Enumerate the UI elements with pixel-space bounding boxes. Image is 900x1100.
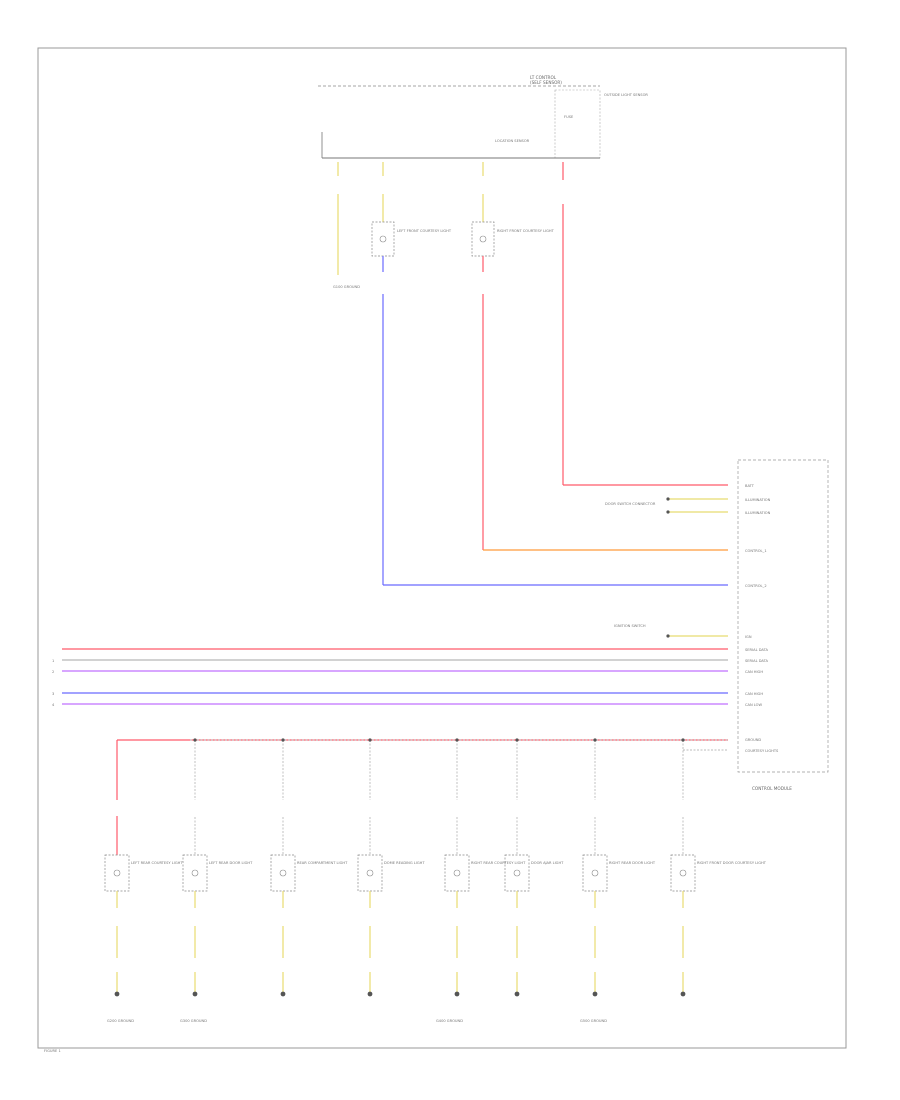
bus-label-4: 4 <box>52 703 55 707</box>
lower-lamp-label: RIGHT FRONT DOOR COURTESY LIGHT <box>697 861 767 865</box>
bulb-icon <box>366 869 374 877</box>
pin-illum-1: ILLUMINATION <box>745 498 771 502</box>
lamp-box <box>582 854 608 892</box>
bus-lines: 1 2 3 4 <box>52 648 728 707</box>
bulb-icon <box>113 869 121 877</box>
bus-label-3: 3 <box>52 692 54 696</box>
pin-serial-2: SERIAL DATA <box>745 659 769 663</box>
top-module-title: LT CONTROL <box>530 75 557 80</box>
lower-lamp-column: RIGHT FRONT DOOR COURTESY LIGHT <box>670 738 767 997</box>
diagram-frame <box>37 47 847 1049</box>
main-module-caption: CONTROL MODULE <box>752 786 792 791</box>
ground-icon <box>592 991 598 997</box>
ground-label-4: G500 GROUND <box>580 1019 607 1023</box>
ground-icon <box>454 991 460 997</box>
top-module-subtitle: (SELF SENSOR) <box>530 80 562 85</box>
illumination-connector: DOOR SWITCH CONNECTOR <box>605 497 728 514</box>
ground-label-3: G400 GROUND <box>436 1019 463 1023</box>
ground-icon <box>192 991 198 997</box>
upper-lamp-left-label: LEFT FRONT COURTESY LIGHT <box>397 229 452 233</box>
top-module-side-label: OUTSIDE LIGHT SENSOR <box>604 93 648 97</box>
page-tag: FIGURE 1 <box>44 1049 61 1053</box>
ground-icon <box>367 991 373 997</box>
ground-icon <box>514 991 520 997</box>
upper-lamp-left: LEFT FRONT COURTESY LIGHT <box>371 221 728 586</box>
lower-lamp-label: RIGHT REAR COURTESY LIGHT <box>471 861 526 865</box>
lower-lamp-label: LEFT REAR DOOR LIGHT <box>209 861 253 865</box>
pin-can-low: CAN LOW <box>745 703 763 707</box>
lower-lamp-column: RIGHT REAR DOOR LIGHT <box>582 738 656 997</box>
pin-courtesy: COURTESY LIGHTS <box>745 749 779 753</box>
bus-label-2: 2 <box>52 670 54 674</box>
lower-lamp-label: DOOR AJAR LIGHT <box>531 861 564 865</box>
lamp-box <box>104 854 130 892</box>
lower-lamp-column: REAR COMPARTMENT LIGHT <box>270 738 348 997</box>
bulb-icon <box>191 869 199 877</box>
lamp-box <box>270 854 296 892</box>
lower-lamp-column: LEFT REAR COURTESY LIGHT <box>104 800 183 997</box>
ground-label-1: G200 GROUND <box>107 1019 134 1023</box>
pin-control-2: CONTROL_2 <box>745 584 767 588</box>
pin-batt: BATT <box>745 484 755 488</box>
lower-lamp-column: RIGHT REAR COURTESY LIGHT <box>444 738 526 997</box>
upper-lamp-right: RIGHT FRONT COURTESY LIGHT <box>471 221 728 551</box>
bus-label-1: 1 <box>52 659 54 663</box>
top-module-fuse-label: FUSE <box>564 115 574 119</box>
main-module: CONTROL MODULE BATT ILLUMINATION ILLUMIN… <box>737 459 829 791</box>
pin-ground: GROUND <box>745 738 761 742</box>
ignition-switch-label: IGNITION SWITCH <box>614 624 646 628</box>
pin-ign: IGN <box>745 635 752 639</box>
pin-can-high-2: CAN HIGH <box>745 692 763 696</box>
pin-control-1: CONTROL_1 <box>745 549 767 553</box>
lower-lamp-label: REAR COMPARTMENT LIGHT <box>297 861 348 865</box>
lamp-box <box>182 854 208 892</box>
bulb-icon <box>513 869 521 877</box>
pin-can-high-1: CAN HIGH <box>745 670 763 674</box>
lower-lamps: LEFT REAR COURTESY LIGHT LEFT REAR DOOR L… <box>104 738 767 997</box>
ground-icon <box>680 991 686 997</box>
top-module-inner-label: LOCATION SENSOR <box>495 139 530 143</box>
bulb-icon <box>279 869 287 877</box>
pin-illum-2: ILLUMINATION <box>745 511 771 515</box>
lower-lamp-column: LEFT REAR DOOR LIGHT <box>182 738 253 997</box>
bulb-icon <box>591 869 599 877</box>
ground-label-top: G100 GROUND <box>333 285 360 289</box>
lamp-box <box>357 854 383 892</box>
top-module: LT CONTROL (SELF SENSOR) OUTSIDE LIGHT S… <box>318 75 648 159</box>
lower-lamp-label: RIGHT REAR DOOR LIGHT <box>609 861 656 865</box>
pin-serial-1: SERIAL DATA <box>745 648 769 652</box>
ground-icon <box>280 991 286 997</box>
lower-bus <box>116 739 728 855</box>
bulb-icon <box>453 869 461 877</box>
top-wires: G100 GROUND <box>333 162 728 486</box>
ext-connector-label: DOOR SWITCH CONNECTOR <box>605 502 656 506</box>
lower-lamp-label: LEFT REAR COURTESY LIGHT <box>131 861 183 865</box>
ignition-feed: IGNITION SWITCH <box>614 624 728 638</box>
lower-lamp-column: DOME READING LIGHT <box>357 738 425 997</box>
ground-label-2: G300 GROUND <box>180 1019 207 1023</box>
lamp-box <box>444 854 470 892</box>
lower-lamp-label: DOME READING LIGHT <box>384 861 425 865</box>
lamp-box <box>670 854 696 892</box>
upper-lamp-right-label: RIGHT FRONT COURTESY LIGHT <box>497 229 555 233</box>
lower-lamp-column: DOOR AJAR LIGHT <box>504 738 564 997</box>
ground-icon <box>114 991 120 997</box>
bulb-icon <box>679 869 687 877</box>
